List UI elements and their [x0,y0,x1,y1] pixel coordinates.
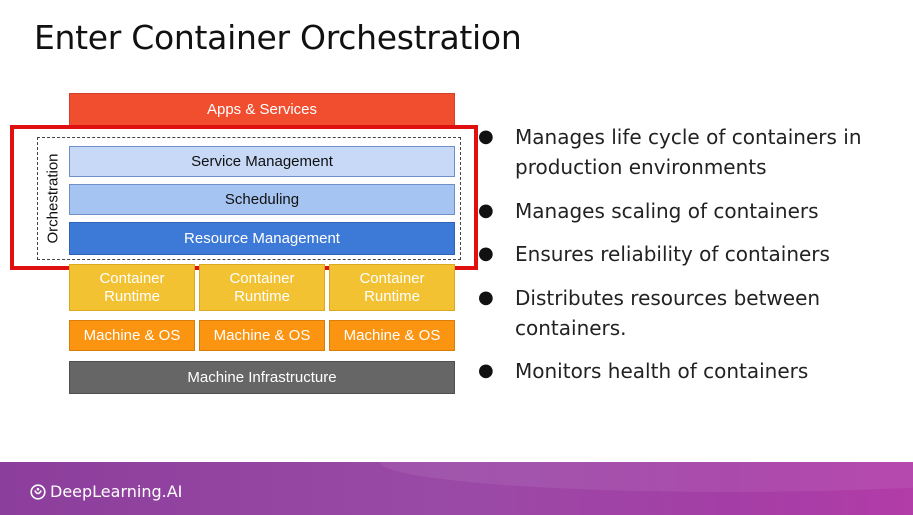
bullet-text: Manages life cycle of containers in prod… [515,125,862,179]
machine-infrastructure-layer: Machine Infrastructure [69,361,455,394]
container-runtime-box: Container Runtime [199,264,325,311]
slide-title: Enter Container Orchestration [34,18,522,57]
container-runtime-box: Container Runtime [329,264,455,311]
bullet-marker: ● [478,200,494,221]
orchestration-label: Orchestration [44,153,62,244]
bullet-marker: ● [478,360,494,381]
brand-name: DeepLearning.AI [50,482,183,501]
container-runtime-line1: Container [99,269,165,287]
scheduling-layer: Scheduling [69,184,455,215]
machine-os-box: Machine & OS [199,320,325,351]
machine-os-box: Machine & OS [329,320,455,351]
orchestration-label-container: Orchestration [38,137,68,260]
bullet-marker: ● [478,287,494,308]
brand: DeepLearning.AI [30,482,182,501]
container-runtime-line2: Runtime [364,287,420,305]
bullet-text: Ensures reliability of containers [515,242,830,266]
apps-services-layer: Apps & Services [69,93,455,127]
footer-bar: DeepLearning.AI [0,462,913,515]
orchestration-dashed-group [37,137,461,260]
resource-management-layer: Resource Management [69,222,455,255]
container-runtime-line1: Container [229,269,295,287]
footer-decoration [380,462,913,492]
bullet-text: Monitors health of containers [515,359,809,383]
deeplearning-ai-logo-icon [30,483,46,500]
container-runtime-line2: Runtime [234,287,290,305]
container-runtime-line2: Runtime [104,287,160,305]
bullet-text: Manages scaling of containers [515,199,819,223]
bullet-marker: ● [478,126,494,147]
service-management-layer: Service Management [69,146,455,177]
container-runtime-box: Container Runtime [69,264,195,311]
container-runtime-line1: Container [359,269,425,287]
bullet-text: Distributes resources between containers… [515,286,821,340]
bullet-marker: ● [478,243,494,264]
machine-os-box: Machine & OS [69,320,195,351]
